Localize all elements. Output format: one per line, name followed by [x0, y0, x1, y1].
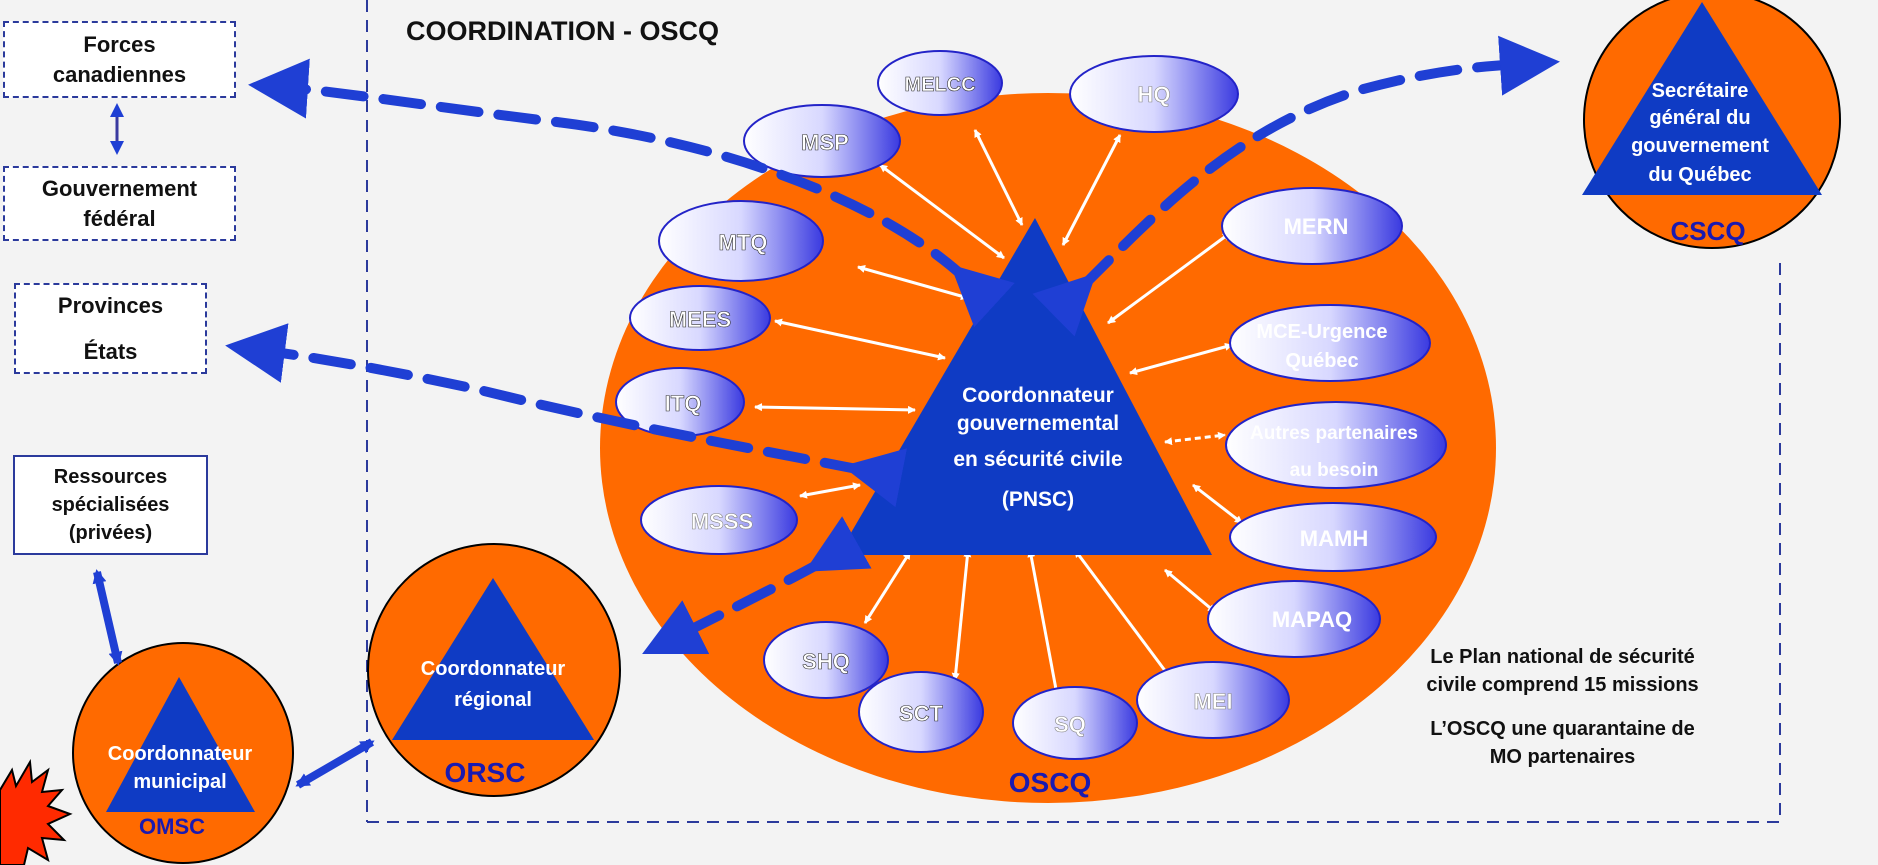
note-missions-line-2: civile comprend 15 missions [1426, 674, 1699, 696]
orsc-line-2: régional [454, 689, 532, 711]
cscq-line-3: gouvernement [1631, 135, 1769, 157]
note-partenaires-line-2: MO partenaires [1489, 746, 1636, 768]
partner-mapaq-label: MAPAQ [1272, 607, 1352, 632]
partner-mamh: MAMH [1229, 502, 1437, 572]
cscq-node: Secrétaire général du gouvernement du Qu… [1582, 0, 1841, 249]
partner-mapaq: MAPAQ [1207, 580, 1381, 658]
partner-mei: MEI [1136, 661, 1290, 739]
partner-msp: MSP [743, 104, 901, 178]
box-ressources-line-2: spécialisées [51, 494, 170, 516]
omsc-line-1: Coordonnateur [108, 743, 253, 765]
pnsc-line-2: gouvernemental [957, 412, 1119, 435]
pnsc-line-3: en sécurité civile [953, 448, 1122, 471]
omsc-label: OMSC [139, 814, 205, 839]
orsc-label: ORSC [445, 757, 526, 788]
partner-sq-label: SQ [1054, 712, 1086, 737]
cscq-label: CSCQ [1670, 216, 1745, 246]
flow-forces [248, 58, 1015, 328]
partner-mees-label: MEES [669, 307, 731, 332]
diagram-title: COORDINATION - OSCQ [406, 16, 719, 46]
partner-sq: SQ [1012, 686, 1138, 760]
partner-mce-line-2: Québec [1285, 350, 1358, 372]
arrow-ressources-omsc [92, 569, 123, 666]
oscq-frame [367, 255, 1781, 823]
note-partenaires: L’OSCQ une quarantaine de MO partenaires [1410, 715, 1715, 771]
autres-connector [1164, 431, 1226, 446]
partner-sct: SCT [858, 671, 984, 753]
blue-flows [225, 35, 1560, 654]
partner-msss: MSSS [640, 485, 798, 555]
partner-mtq-label: MTQ [719, 230, 768, 255]
partner-mei-label: MEI [1193, 689, 1232, 714]
box-provinces-etats: Provinces États [14, 283, 207, 374]
partner-hq-label: HQ [1138, 82, 1171, 107]
box-ressources-line-1: Ressources [53, 466, 168, 488]
box-ressources-specialisees: Ressources spécialisées (privées) [13, 455, 208, 555]
box-provinces-line-1: Provinces [57, 292, 164, 318]
explosion-burst [0, 758, 73, 865]
box-gouvernement-federal: Gouvernement fédéral [3, 166, 236, 241]
pnsc-triangle [838, 218, 1212, 555]
partner-itq-label: ITQ [665, 391, 702, 416]
flow-orsc [642, 516, 872, 654]
pnsc-line-4: (PNSC) [1002, 488, 1074, 511]
orsc-node: Coordonnateur régional ORSC [367, 543, 621, 797]
pnsc-line-1: Coordonnateur [962, 384, 1114, 407]
partner-mern-label: MERN [1284, 214, 1349, 239]
partner-autres: Autres partenaires au besoin [1225, 401, 1447, 489]
partner-autres-line-2: au besoin [1290, 460, 1379, 481]
box-gouvernement-line-1: Gouvernement [41, 175, 198, 201]
partner-mce-line-1: MCE-Urgence [1256, 321, 1387, 343]
partner-mees: MEES [629, 285, 771, 351]
partner-melcc: MELCC [877, 50, 1003, 116]
omsc-line-2: municipal [133, 771, 226, 793]
partner-mtq: MTQ [658, 200, 824, 282]
box-forces-canadiennes: Forces canadiennes [3, 21, 236, 98]
oscq-label: OSCQ [1009, 767, 1091, 798]
partner-hq: HQ [1069, 55, 1239, 133]
note-missions: Le Plan national de sécurité civile comp… [1410, 643, 1715, 699]
arrow-omsc-orsc [295, 738, 375, 789]
box-forces-line-2: canadiennes [52, 61, 187, 87]
box-gouvernement-line-2: fédéral [83, 205, 156, 231]
partner-mern: MERN [1221, 187, 1403, 265]
partner-melcc-label: MELCC [904, 74, 975, 96]
box-provinces-line-2: États [83, 338, 138, 364]
box-forces-line-1: Forces [83, 31, 156, 57]
orsc-line-1: Coordonnateur [421, 658, 566, 680]
cscq-line-1: Secrétaire [1652, 80, 1749, 102]
partner-sct-label: SCT [899, 701, 944, 726]
partner-msp-label: MSP [801, 130, 849, 155]
note-partenaires-line-1: L’OSCQ une quarantaine de [1430, 718, 1695, 740]
cscq-line-4: du Québec [1648, 164, 1751, 186]
partner-mamh-label: MAMH [1300, 526, 1368, 551]
partner-msss-label: MSSS [691, 509, 753, 534]
note-missions-line-1: Le Plan national de sécurité [1430, 646, 1695, 668]
flow-cscq [1032, 35, 1560, 337]
partner-shq: SHQ [763, 621, 889, 699]
omsc-node: Coordonnateur municipal OMSC [72, 642, 294, 864]
cscq-line-2: général du [1649, 107, 1750, 129]
partner-autres-line-1: Autres partenaires [1250, 423, 1418, 444]
partner-mce: MCE-Urgence Québec [1229, 304, 1431, 382]
partner-shq-label: SHQ [802, 649, 850, 674]
flow-provinces [225, 323, 908, 508]
box-ressources-line-3: (privées) [68, 522, 153, 544]
